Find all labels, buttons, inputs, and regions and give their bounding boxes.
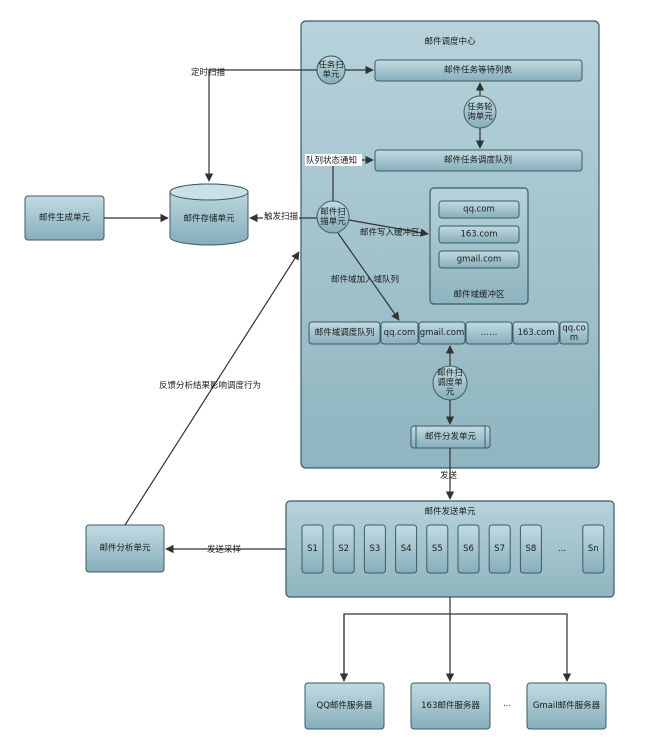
timed-scan-line [204, 69, 317, 182]
domain-queue-item-qq [380, 321, 419, 345]
mail-storage-label: 邮件存储单元 [183, 213, 235, 224]
mail-scan-unit-label: 邮件扫描单元 [320, 206, 346, 227]
buffer-item-163 [438, 225, 520, 244]
sender-slot [363, 524, 386, 574]
buffer-item-163-label: 163.com [460, 230, 497, 240]
sender-slot-label: Sn [588, 544, 599, 554]
sender-slot [582, 524, 605, 574]
send-sample-label: 发送采样 [207, 544, 242, 555]
gmail-mail-server-label: Gmail邮件服务器 [533, 700, 601, 711]
mail-server-163 [410, 682, 491, 730]
sender-slot [457, 524, 480, 574]
domain-queue-item-ellipsis-label: …… [481, 328, 498, 338]
sender-slot-label: S4 [401, 544, 412, 554]
sender-slot [426, 524, 449, 574]
send-label: 发送 [440, 470, 458, 481]
task-poll-unit-label: 任务轮询单元 [467, 101, 493, 122]
dispatch-sched-unit-label: 邮件扫调度单元 [437, 368, 463, 398]
dispatch-unit-label: 邮件分发单元 [425, 431, 477, 442]
timed-scan-label: 定时扫描 [191, 67, 226, 78]
task-wait-list-label: 邮件任务等待列表 [444, 65, 513, 76]
domain-queue-item-ellipsis [465, 321, 513, 345]
sender-slot [395, 524, 418, 574]
write-buffer-label: 邮件写入缓冲区 [360, 227, 420, 238]
sender-slot-label: S6 [463, 544, 474, 554]
buffer-item-qq [438, 200, 520, 219]
task-scan-unit-label: 任务扫单元 [318, 59, 344, 80]
mail-server-163-label: 163邮件服务器 [421, 700, 480, 711]
sender-slot [519, 524, 542, 574]
domain-queue-item-163 [512, 321, 560, 345]
buffer-item-gmail [438, 250, 520, 269]
mail-generator-label: 邮件生成单元 [39, 212, 91, 223]
sender-slot [488, 524, 511, 574]
gmail-mail-server [526, 682, 607, 730]
sender-slot-label: ... [558, 544, 566, 554]
sender-slot-label: S1 [307, 544, 318, 554]
domain-queue-item-qqcom [559, 321, 589, 345]
sender-slot-label: S8 [525, 544, 536, 554]
queue-notify-label: 队列状态通知 [306, 155, 357, 166]
domain-queue-item-gmail-label: gmail.com [420, 328, 464, 338]
domain-queue-item-qq-label: qq.com [384, 328, 416, 338]
sender-slot [301, 524, 324, 574]
sender-slot-label: S2 [338, 544, 349, 554]
sender-slot-label: S7 [494, 544, 505, 554]
buffer-item-gmail-label: gmail.com [457, 255, 501, 265]
domain-queue-label-box [308, 321, 381, 345]
trigger-scan-label: 触发扫描 [264, 211, 299, 222]
add-domain-queue-label: 邮件域加入域队列 [331, 274, 399, 285]
qq-mail-server-label: QQ邮件服务器 [317, 700, 373, 711]
mail-analyzer-label: 邮件分析单元 [99, 543, 151, 554]
domain-queue-item-gmail [418, 321, 466, 345]
sender-slot-label: S5 [432, 544, 443, 554]
servers-ellipsis: ... [503, 699, 511, 709]
task-wait-list-box [374, 59, 583, 82]
feedback-label: 反馈分析结果影响调度行为 [159, 380, 261, 391]
qq-mail-server [304, 682, 385, 730]
buffer-item-qq-label: qq.com [463, 205, 495, 215]
scheduling-center-title: 邮件调度中心 [424, 36, 476, 47]
sender-slot-label: S3 [369, 544, 380, 554]
task-sched-queue-box [374, 149, 583, 172]
domain-buffer-title: 邮件域缓冲区 [453, 289, 505, 300]
domain-queue-item-163-label: 163.com [517, 328, 554, 338]
task-sched-queue-label: 邮件任务调度队列 [444, 155, 512, 166]
domain-queue-label: 邮件域调度队列 [315, 327, 375, 338]
mail-sender-title: 邮件发送单元 [424, 506, 476, 517]
sender-slot [332, 524, 355, 574]
